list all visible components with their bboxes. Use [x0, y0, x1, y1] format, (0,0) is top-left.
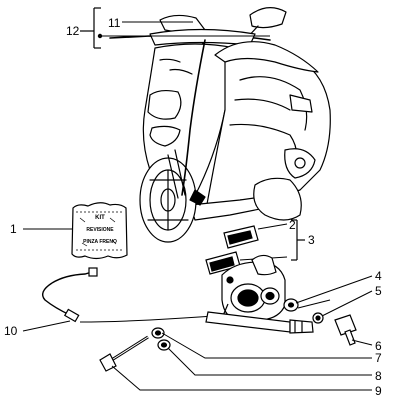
mounting-bolt [99, 335, 149, 372]
scooter-illustration [109, 7, 331, 243]
callout-11-dot [97, 33, 103, 39]
brake-hose [205, 311, 314, 334]
callout-7-label: 7 [375, 351, 382, 365]
callout-6-label: 6 [375, 339, 382, 353]
callout-10-leader [22, 320, 71, 332]
callout-3-label: 3 [308, 233, 315, 247]
callout-9-label: 9 [375, 384, 382, 398]
callout-8-label: 8 [375, 369, 382, 383]
brake-cable [42, 267, 215, 323]
brake-pads [205, 225, 259, 275]
banjo-bolt [334, 314, 357, 346]
callout-7-8-9-leaders [111, 332, 372, 391]
callout-4-label: 4 [375, 269, 382, 283]
callout-4-5-6-leaders [295, 275, 373, 346]
mounting-washers [151, 327, 171, 351]
banjo-washers [283, 298, 324, 324]
callout-3-bracket [291, 219, 305, 261]
kit-bag [71, 202, 128, 260]
callout-11-leader [100, 21, 270, 37]
kit-bag-line3: PINZA FRENO [83, 239, 117, 245]
callout-10-label: 10 [4, 324, 18, 338]
callout-11-label: 11 [108, 16, 121, 30]
callout-12-bracket [80, 7, 101, 49]
callout-12-label: 12 [66, 24, 80, 38]
callout-2-label: 2 [289, 218, 296, 232]
callout-5-label: 5 [375, 284, 382, 298]
kit-bag-line2: REVISIONE [86, 227, 114, 233]
kit-bag-line1: KIT [95, 215, 105, 221]
callout-1-label: 1 [10, 222, 17, 236]
